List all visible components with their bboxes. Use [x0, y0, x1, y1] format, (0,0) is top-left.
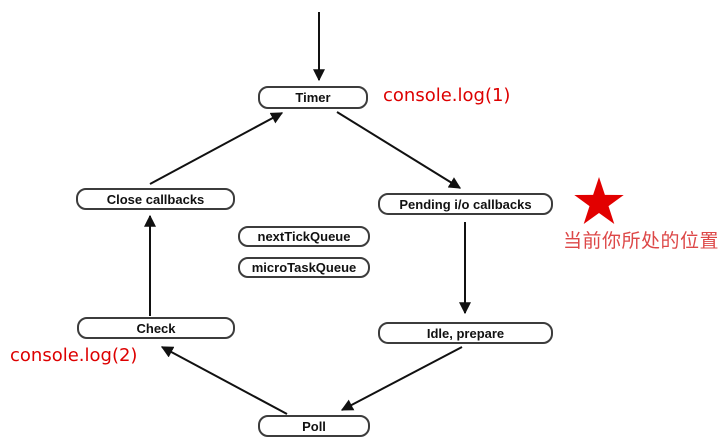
- node-idle-prepare: Idle, prepare: [378, 322, 553, 344]
- arrow-idle-to-poll: [340, 346, 463, 411]
- node-poll: Poll: [258, 415, 370, 437]
- arrow-close-to-timer: [149, 112, 284, 185]
- node-micro-task-queue: microTaskQueue: [238, 257, 370, 278]
- annotation-console-log-2: console.log(2): [10, 345, 138, 366]
- node-timer: Timer: [258, 86, 368, 109]
- node-next-tick-queue: nextTickQueue: [238, 226, 370, 247]
- annotation-console-log-1: console.log(1): [383, 85, 511, 106]
- node-pending-io-callbacks: Pending i/o callbacks: [378, 193, 553, 215]
- star-icon: [574, 177, 624, 224]
- arrow-timer-to-pending: [336, 111, 462, 189]
- annotation-current-position: 当前你所处的位置: [563, 230, 718, 252]
- node-close-callbacks: Close callbacks: [76, 188, 235, 210]
- arrow-poll-to-check: [160, 346, 288, 415]
- node-check: Check: [77, 317, 235, 339]
